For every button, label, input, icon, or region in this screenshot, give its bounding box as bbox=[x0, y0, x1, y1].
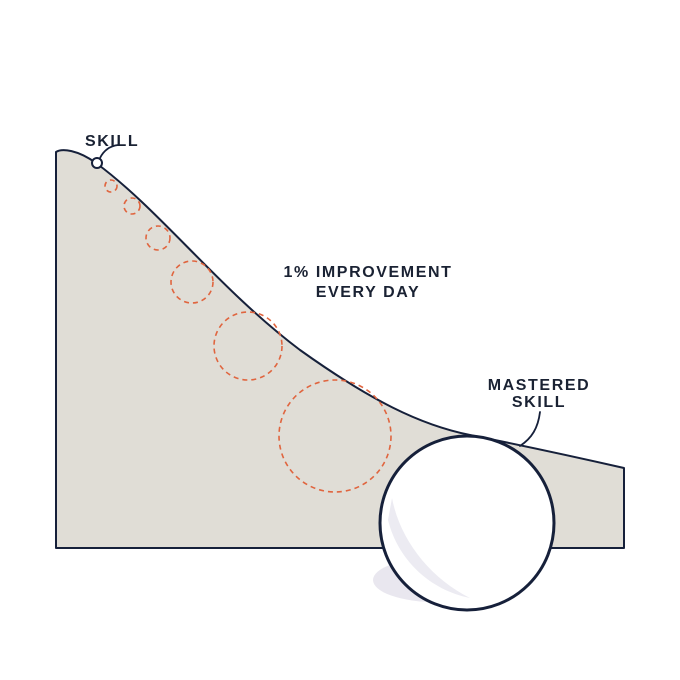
mastered-label-line2: SKILL bbox=[512, 394, 566, 411]
trail-circle-5 bbox=[213, 311, 283, 381]
trail-circle-3 bbox=[145, 225, 171, 251]
mastered-pointer-line bbox=[519, 411, 541, 447]
improvement-label-line2: EVERY DAY bbox=[316, 284, 421, 301]
skill-start-dot bbox=[91, 157, 103, 169]
mastered-snowball bbox=[378, 434, 556, 612]
ball-inner-shading bbox=[388, 498, 470, 598]
mastered-label-line1: MASTERED bbox=[488, 377, 591, 394]
trail-circle-2 bbox=[123, 197, 141, 215]
skill-start-label: SKILL bbox=[85, 133, 139, 150]
progress-trail bbox=[104, 179, 392, 493]
trail-circle-1 bbox=[104, 179, 118, 193]
trail-circle-6 bbox=[278, 379, 392, 493]
trail-circle-4 bbox=[170, 260, 214, 304]
improvement-label-line1: 1% IMPROVEMENT bbox=[283, 264, 452, 281]
skill-pointer-line bbox=[99, 144, 119, 159]
